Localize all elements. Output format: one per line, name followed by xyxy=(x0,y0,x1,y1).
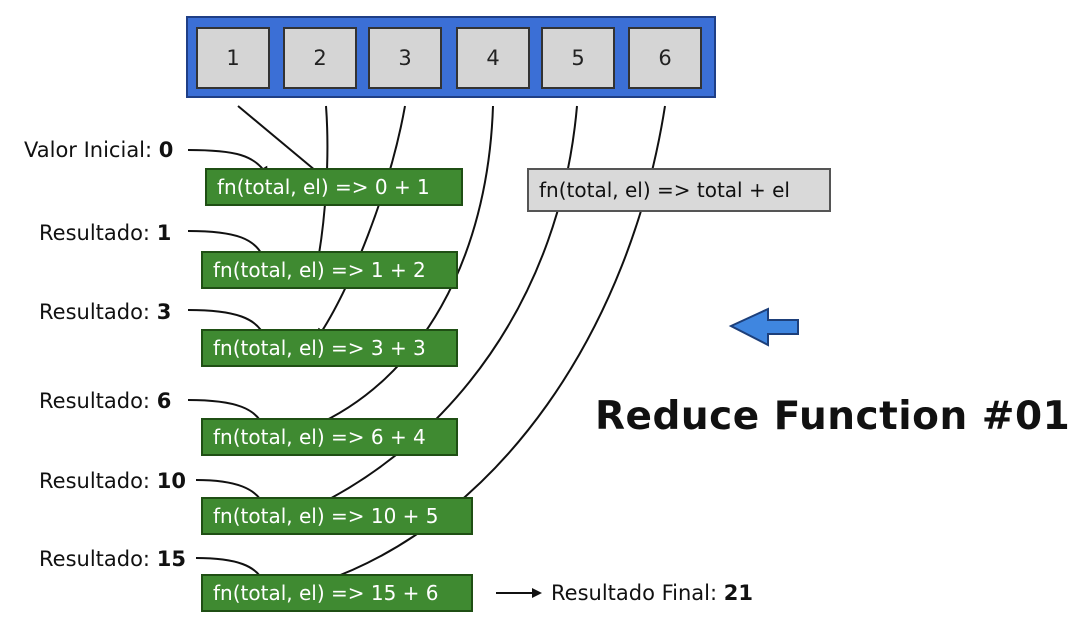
final-result-label: Resultado Final: 21 xyxy=(551,581,754,605)
element-line-3 xyxy=(316,105,406,339)
fn-box-step-3: fn(total, el) => 6 + 4 xyxy=(201,418,458,456)
fn-box-step-2: fn(total, el) => 3 + 3 xyxy=(201,329,458,367)
pointer-arrow-icon xyxy=(728,307,799,347)
array-cell-3: 3 xyxy=(368,27,442,89)
array-cell-2: 2 xyxy=(283,27,357,89)
fn-box-step-4: fn(total, el) => 10 + 5 xyxy=(201,497,473,535)
step-label-2: Resultado: 3 xyxy=(39,300,172,324)
step-label-4: Resultado: 10 xyxy=(39,469,186,493)
array-cell-6: 6 xyxy=(628,27,702,89)
array-container: 1 2 3 4 5 6 xyxy=(186,16,716,98)
array-cell-1: 1 xyxy=(196,27,270,89)
generic-fn-box: fn(total, el) => total + el xyxy=(527,168,831,212)
step-label-5: Resultado: 15 xyxy=(39,547,186,571)
array-cell-5: 5 xyxy=(541,27,615,89)
step-label-3: Resultado: 6 xyxy=(39,389,172,413)
fn-box-step-5: fn(total, el) => 15 + 6 xyxy=(201,574,473,612)
fn-box-step-0: fn(total, el) => 0 + 1 xyxy=(205,168,463,206)
array-cell-4: 4 xyxy=(456,27,530,89)
page-title: Reduce Function #01 xyxy=(595,394,1070,439)
step-label-0: Valor Inicial: 0 xyxy=(24,138,174,162)
fn-box-step-1: fn(total, el) => 1 + 2 xyxy=(201,251,458,289)
element-line-4 xyxy=(310,105,494,429)
step-label-1: Resultado: 1 xyxy=(39,221,172,245)
